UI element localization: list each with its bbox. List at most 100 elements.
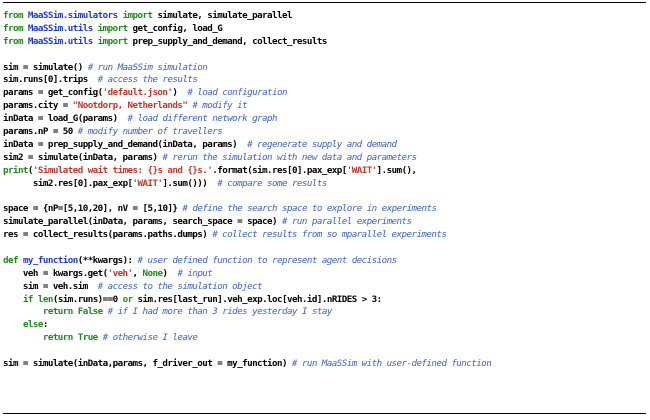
code-token: ].trips <box>52 74 98 86</box>
code-line: params = get_config('default.json') # lo… <box>3 87 646 100</box>
code-token: # input <box>177 267 213 279</box>
code-token: inData = prep_supply_and_demand(inData, … <box>3 138 248 150</box>
code-line: sim.runs[0].trips # access the results <box>3 74 646 87</box>
code-token: 3 <box>371 293 378 305</box>
code-token: , <box>152 203 158 215</box>
code-token: ( <box>27 164 34 176</box>
code-token: # load configuration <box>187 87 287 99</box>
code-token: # run MaaSSim simulation <box>87 61 208 73</box>
code-token: False <box>77 306 103 318</box>
code-token: # define the search space to explore in … <box>182 203 437 215</box>
code-line: print('Simulated wait times: {}s and {}s… <box>3 165 646 178</box>
top-rule <box>3 2 646 3</box>
code-token: get_config, load_G <box>127 22 223 34</box>
code-token: 0 <box>112 293 119 305</box>
code-token: space = {nP=[ <box>3 203 68 215</box>
code-token: MaaSSim.simulators <box>27 10 118 21</box>
code-line: def my_function(**kwargs): # user define… <box>3 255 646 268</box>
code-token: .format(sim.res[ <box>212 164 292 176</box>
code-token: 'Simulated wait times: {}s and {}s.' <box>32 164 213 176</box>
code-line: inData = load_G(params) # load different… <box>3 113 646 126</box>
code-token: inData = load_G(params) <box>3 113 128 125</box>
code-token: from <box>3 35 23 47</box>
code-line: simulate_parallel(inData, params, search… <box>3 216 646 229</box>
code-token: import <box>97 22 128 34</box>
code-token: # run MaaSSim with user-defined function <box>291 358 492 370</box>
code-token: sim2 = simulate(inData, params) <box>3 151 163 163</box>
code-token: 5 <box>147 203 154 215</box>
code-line <box>3 49 646 62</box>
code-token <box>3 332 43 343</box>
code-token: from <box>3 22 23 34</box>
code-token: 'default.json' <box>102 87 173 99</box>
code-token: res = collect_results(params.paths.dumps… <box>3 229 213 241</box>
code-token: # access the results <box>97 74 198 86</box>
code-token: sim.res[last_run].veh_exp.loc[veh.id].nR… <box>132 293 372 305</box>
code-token: # if I had more than 3 rides yesterday I… <box>107 306 333 318</box>
code-token: # load different network graph <box>127 113 278 125</box>
code-token <box>3 306 43 317</box>
code-token: ].sum())) <box>162 177 218 189</box>
code-line: sim2.res[0].pax_exp['WAIT'].sum())) # co… <box>3 178 646 191</box>
code-token: 0 <box>47 74 54 86</box>
code-token: veh = kwargs.get( <box>3 267 108 279</box>
code-token <box>3 294 23 305</box>
code-token: params.city = <box>3 100 73 112</box>
code-token: # run parallel experiments <box>281 216 412 228</box>
code-line: from MaaSSim.utils import prep_supply_an… <box>3 36 646 49</box>
code-token: or <box>122 293 134 305</box>
code-line: from MaaSSim.simulators import simulate,… <box>3 10 646 23</box>
code-line: else: <box>3 319 646 332</box>
code-token: simulate, simulate_parallel <box>152 10 292 21</box>
code-line: sim = simulate() # run MaaSSim simulatio… <box>3 62 646 75</box>
code-token: , <box>72 203 79 215</box>
code-token: (sim.runs)== <box>52 293 113 305</box>
code-token: simulate_parallel(inData, params, search… <box>3 216 282 228</box>
code-token: ], nV = [ <box>102 203 148 215</box>
code-token: ) <box>162 267 178 279</box>
code-token: (**kwargs): <box>77 254 138 266</box>
code-token: def <box>3 254 19 266</box>
code-line: res = collect_results(params.paths.dumps… <box>3 229 646 242</box>
code-token: 0 <box>77 177 84 189</box>
code-token: 'WAIT' <box>132 177 163 189</box>
code-line: sim2 = simulate(inData, params) # rerun … <box>3 152 646 165</box>
code-token <box>3 319 23 330</box>
code-token: import <box>122 10 153 21</box>
code-line <box>3 345 646 358</box>
code-token: , <box>87 203 94 215</box>
code-line: veh = kwargs.get('veh', None) # input <box>3 268 646 281</box>
code-token: sim.runs[ <box>3 74 48 86</box>
code-token: sim = simulate() <box>3 61 88 73</box>
code-line: from MaaSSim.utils import get_config, lo… <box>3 23 646 36</box>
code-listing: from MaaSSim.simulators import simulate,… <box>3 10 646 371</box>
code-line: sim = simulate(inData,params, f_driver_o… <box>3 358 646 371</box>
code-token: 5 <box>67 203 74 215</box>
code-token: # compare some results <box>217 177 327 189</box>
code-token: # regenerate supply and demand <box>247 138 397 150</box>
code-token: # modify it <box>192 100 248 112</box>
code-token: 0 <box>291 164 298 176</box>
code-token: import <box>97 35 128 47</box>
code-line: sim = veh.sim # access to the simulation… <box>3 281 646 294</box>
code-token: prep_supply_and_demand, collect_results <box>127 35 328 47</box>
code-token: ]} <box>167 203 183 215</box>
code-line <box>3 242 646 255</box>
code-token: sim = simulate(inData,params, f_driver_o… <box>3 358 292 370</box>
code-token: MaaSSim.utils <box>27 22 93 34</box>
code-token: my_function <box>22 254 78 266</box>
code-token: "Nootdorp, Netherlands" <box>72 100 188 112</box>
code-token: sim = veh.sim <box>3 280 98 292</box>
code-token: params = get_config( <box>3 87 103 99</box>
code-token: len <box>37 293 54 305</box>
code-token: if <box>22 293 34 305</box>
code-token: return <box>42 332 73 344</box>
code-line: params.nP = 50 # modify number of travel… <box>3 126 646 139</box>
code-token: params.nP = <box>3 126 63 138</box>
code-token: ].pax_exp[ <box>82 177 133 189</box>
code-token: ].pax_exp[ <box>296 164 347 176</box>
code-token: return <box>42 306 73 318</box>
code-token: # access to the simulation object <box>97 280 263 292</box>
code-token: : <box>376 293 383 305</box>
code-token: sim2.res[ <box>3 177 78 189</box>
